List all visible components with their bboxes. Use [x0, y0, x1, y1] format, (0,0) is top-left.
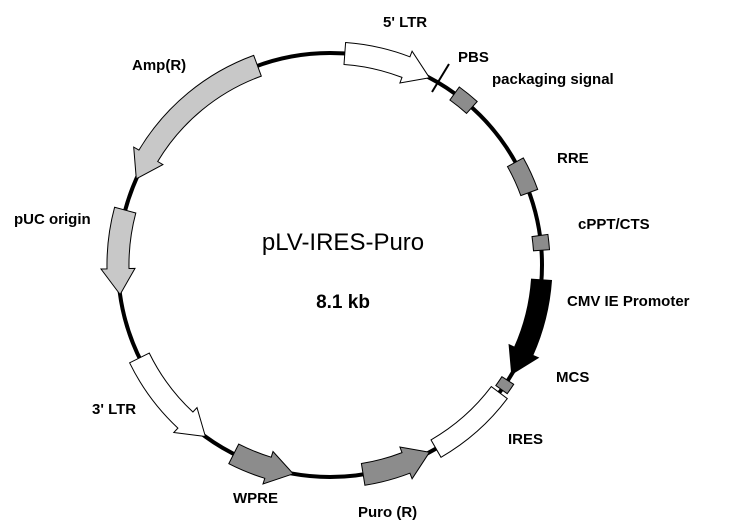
feature-puro-r	[360, 446, 431, 486]
feature-packaging-signal	[449, 86, 478, 115]
feature-mcs	[495, 376, 515, 395]
label-packaging-signal: packaging signal	[492, 71, 614, 88]
feature-layer	[100, 41, 553, 486]
feature-amp-r	[133, 54, 262, 180]
feature-rre	[506, 157, 539, 197]
feature-wpre	[228, 443, 295, 485]
label-3-ltr: 3' LTR	[92, 401, 136, 418]
label-puro-r: Puro (R)	[358, 504, 417, 521]
label-amp-r: Amp(R)	[132, 57, 186, 74]
feature-3-ltr	[128, 352, 207, 438]
feature-puc-origin	[100, 206, 137, 296]
label-cppt-cts: cPPT/CTS	[578, 216, 650, 233]
label-ires: IRES	[508, 431, 543, 448]
label-5-ltr: 5' LTR	[383, 14, 427, 31]
label-mcs: MCS	[556, 369, 589, 386]
feature-cppt-cts	[531, 233, 551, 252]
label-puc-origin: pUC origin	[14, 211, 91, 228]
feature-cmv-ie-promoter	[508, 278, 553, 376]
label-rre: RRE	[557, 150, 589, 167]
feature-5-ltr	[343, 41, 431, 84]
feature-ires	[430, 385, 509, 458]
plasmid-size: 8.1 kb	[316, 292, 370, 313]
label-pbs: PBS	[458, 49, 489, 66]
plasmid-name: pLV-IRES-Puro	[262, 229, 424, 256]
label-cmv-ie-promoter: CMV IE Promoter	[567, 293, 690, 310]
label-wpre: WPRE	[233, 490, 278, 507]
pbs-marker	[431, 63, 450, 93]
